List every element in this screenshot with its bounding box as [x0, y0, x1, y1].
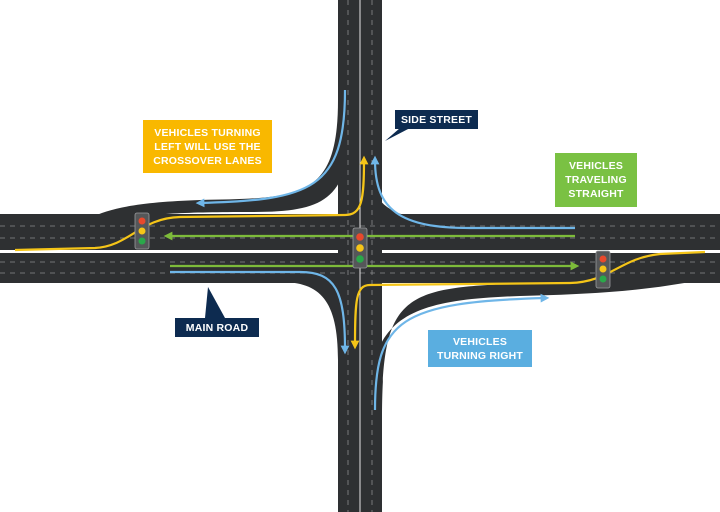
- label-line: MAIN ROAD: [185, 321, 249, 334]
- label-line: LEFT WILL USE THE: [154, 140, 261, 153]
- left-turn-label: VEHICLES TURNING LEFT WILL USE THE CROSS…: [143, 120, 272, 173]
- traffic-light-east: [595, 250, 611, 289]
- label-line: STRAIGHT: [568, 188, 624, 200]
- left-turn-path-east: [350, 250, 706, 350]
- left-turn-path-west: [14, 155, 369, 252]
- right-turn-path-sw: [170, 270, 350, 355]
- straight-label: VEHICLES TRAVELING STRAIGHT: [555, 153, 637, 207]
- ne-ramp: [368, 160, 600, 236]
- right-turn-path-ne: [370, 155, 575, 230]
- traffic-light-west: [134, 212, 150, 250]
- label-line: TRAVELING: [565, 174, 627, 186]
- right-turn-label: VEHICLES TURNING RIGHT: [428, 330, 532, 367]
- se-ramp: [368, 275, 700, 420]
- right-turn-path-nw: [195, 89, 347, 208]
- label-line: SIDE STREET: [400, 113, 473, 126]
- nw-ramp: [90, 100, 352, 222]
- main-road-label: MAIN ROAD: [175, 318, 259, 337]
- traffic-paths: [14, 89, 706, 411]
- label-line: VEHICLES TURNING: [154, 126, 261, 139]
- side-street-pointer: [385, 128, 410, 141]
- label-line: CROSSOVER LANES: [153, 154, 262, 167]
- label-line: TURNING RIGHT: [436, 349, 523, 362]
- right-turn-path-se: [373, 293, 550, 411]
- traffic-light-center: [352, 227, 368, 269]
- sw-ramp: [170, 268, 352, 360]
- label-line: VEHICLES: [452, 335, 508, 348]
- label-line: VEHICLES: [568, 160, 624, 172]
- side-street-label: SIDE STREET: [395, 110, 478, 129]
- main-road-pointer: [205, 287, 225, 318]
